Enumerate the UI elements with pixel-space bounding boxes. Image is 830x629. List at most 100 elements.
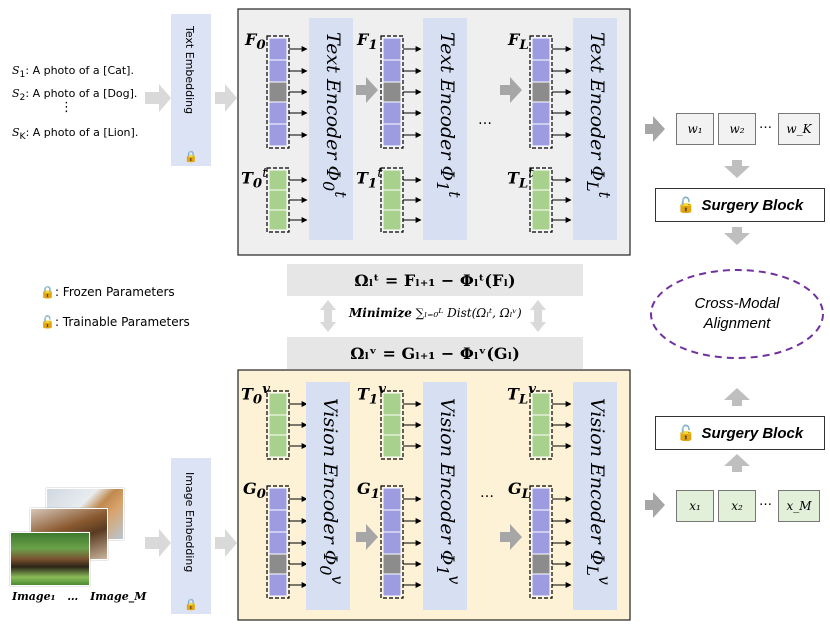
image-first-label: Image₁ (12, 590, 56, 603)
prompt-sk-sub: K (19, 131, 26, 143)
label-GL: GL (508, 479, 532, 503)
cross-modal-line1: Cross-Modal (694, 295, 780, 312)
surgery-block-bottom-label: Surgery Block (701, 424, 804, 442)
unlock-icon: 🔓 (676, 197, 696, 214)
output-x1: x₁ (676, 490, 714, 522)
text-T-col-0 (266, 167, 308, 233)
cross-modal-ellipse (650, 269, 824, 359)
arrow-surgery-to-align (724, 227, 750, 245)
vision-T-col-1 (380, 390, 422, 460)
output-x-dots: … (759, 494, 772, 509)
unlock-icon: 🔓 (676, 425, 696, 442)
prompt-s2-symbol: S (12, 87, 20, 100)
text-encoder-L-sup: t (595, 191, 615, 199)
equation-omega-t: Ωₗᵗ = Fₗ₊₁ − Φₗᵗ(Fₗ) (287, 264, 583, 296)
text-encoder-0-label: Text Encoder Φ (321, 32, 344, 182)
image-embedding-box: Image Embedding 🔒 (171, 458, 211, 614)
prompt-sk-text: : A photo of a [Lion]. (25, 126, 139, 139)
equation-omega-v: Ωₗᵛ = Gₗ₊₁ − Φₗᵛ(Gₗ) (287, 337, 583, 369)
vision-encoder-0-sup: v (328, 575, 348, 585)
double-arrows (320, 300, 546, 332)
output-x2: x₂ (718, 490, 756, 522)
vision-encoder-L-sub: L (583, 565, 602, 576)
vision-T-col-2 (529, 390, 572, 460)
text-T-col-1 (380, 167, 422, 233)
prompt-s2-sub: 2 (19, 92, 26, 104)
legend-trainable: 🔓: Trainable Parameters (40, 315, 190, 329)
legend-frozen: 🔒: Frozen Parameters (40, 285, 175, 299)
cross-modal-alignment: Cross-Modal Alignment (652, 294, 822, 334)
text-encoder-1-sup: t (445, 191, 465, 198)
label-TLt: TLt (507, 166, 534, 192)
vision-encoder-L: Vision Encoder ΦLv (573, 382, 617, 610)
label-TLv: TLv (507, 381, 537, 408)
arrow-t-0-1 (356, 77, 378, 103)
vision-layers-ellipsis: … (480, 485, 494, 501)
lock-icon: 🔒 (184, 150, 198, 163)
minimize-label: Minimize (349, 306, 412, 320)
label-G1: G1 (357, 479, 380, 503)
surgery-block-top: 🔓 Surgery Block (655, 188, 825, 222)
image-dots: … (67, 590, 79, 603)
output-xM: x_M (778, 490, 820, 522)
text-F-col-1 (380, 35, 422, 149)
label-T1t: T1t (356, 166, 383, 192)
text-encoder-1-sub: 1 (433, 181, 452, 192)
text-F-col-0 (266, 35, 308, 149)
prompt-vdots: ⋮ (60, 100, 73, 115)
label-T0t: T0t (241, 166, 268, 192)
text-layers-ellipsis: … (478, 112, 492, 128)
text-encoder-1-label: Text Encoder Φ (435, 32, 458, 182)
text-encoder-L-label: Text Encoder Φ (585, 32, 608, 182)
vision-encoder-1-sub: 1 (433, 565, 452, 576)
unlock-icon: 🔓 (40, 315, 55, 329)
label-F1: F1 (357, 30, 378, 54)
legend-trainable-text: : Trainable Parameters (54, 315, 190, 329)
minimize-formula: ∑ₗ₌₀ᴸ Dist(Ωₗᵗ, Ωₗᵛ) (415, 306, 522, 320)
text-T-col-2 (529, 167, 572, 233)
flow-arrow-imgemb (215, 529, 237, 557)
output-w2: w₂ (718, 113, 756, 145)
output-w1: w₁ (676, 113, 714, 145)
flow-arrows (145, 84, 237, 557)
image-dog (10, 532, 90, 586)
image-embedding-label: Image Embedding (183, 472, 196, 573)
arrow-v-0-1 (356, 524, 378, 550)
prompt-s1-text: : A photo of a [Cat]. (25, 64, 134, 77)
prompt-s2: S2: A photo of a [Dog]. (12, 87, 137, 103)
vision-T-col-0 (266, 390, 308, 460)
inter-layer-arrows (356, 77, 665, 550)
text-encoder-L-sub: L (583, 181, 602, 192)
vision-G-col-0 (266, 485, 308, 599)
images-caption: Image₁ … Image_M (12, 590, 146, 603)
text-encoder-0-sub: 0 (319, 181, 338, 192)
prompt-sk: SK: A photo of a [Lion]. (12, 126, 138, 142)
vision-encoder-L-label: Vision Encoder Φ (585, 398, 608, 566)
vision-encoder-1-label: Vision Encoder Φ (435, 398, 458, 566)
surgery-block-bottom: 🔓 Surgery Block (655, 416, 825, 450)
arrow-surgery-from-x (724, 454, 750, 472)
minimize-objective: Minimize ∑ₗ₌₀ᴸ Dist(Ωₗᵗ, Ωₗᵛ) (349, 306, 522, 320)
surgery-block-top-label: Surgery Block (701, 196, 804, 214)
token-columns (266, 35, 572, 599)
image-last-label: Image_M (90, 590, 147, 603)
arrow-to-x (645, 492, 665, 518)
lock-icon: 🔒 (184, 598, 198, 611)
prompt-s1-symbol: S (12, 64, 20, 77)
flow-arrow-prompts (145, 84, 171, 112)
text-embedding-label: Text Embedding (183, 26, 196, 115)
text-embedding-box: Text Embedding 🔒 (171, 14, 211, 166)
label-FL: FL (508, 30, 529, 54)
vision-encoder-0-label: Vision Encoder Φ (318, 398, 341, 566)
text-F-col-2 (529, 35, 572, 149)
cross-modal-line2: Alignment (703, 315, 771, 332)
text-encoder-0: Text Encoder Φ0t (309, 18, 353, 240)
label-G0: G0 (243, 479, 266, 503)
prompt-s2-text: : A photo of a [Dog]. (25, 87, 138, 100)
text-encoder-0-sup: t (331, 191, 351, 198)
vision-encoder-0-sub: 0 (316, 565, 335, 576)
flow-arrow-textemb (215, 84, 237, 112)
flow-arrow-images (145, 529, 171, 557)
arrow-to-w (645, 116, 665, 142)
